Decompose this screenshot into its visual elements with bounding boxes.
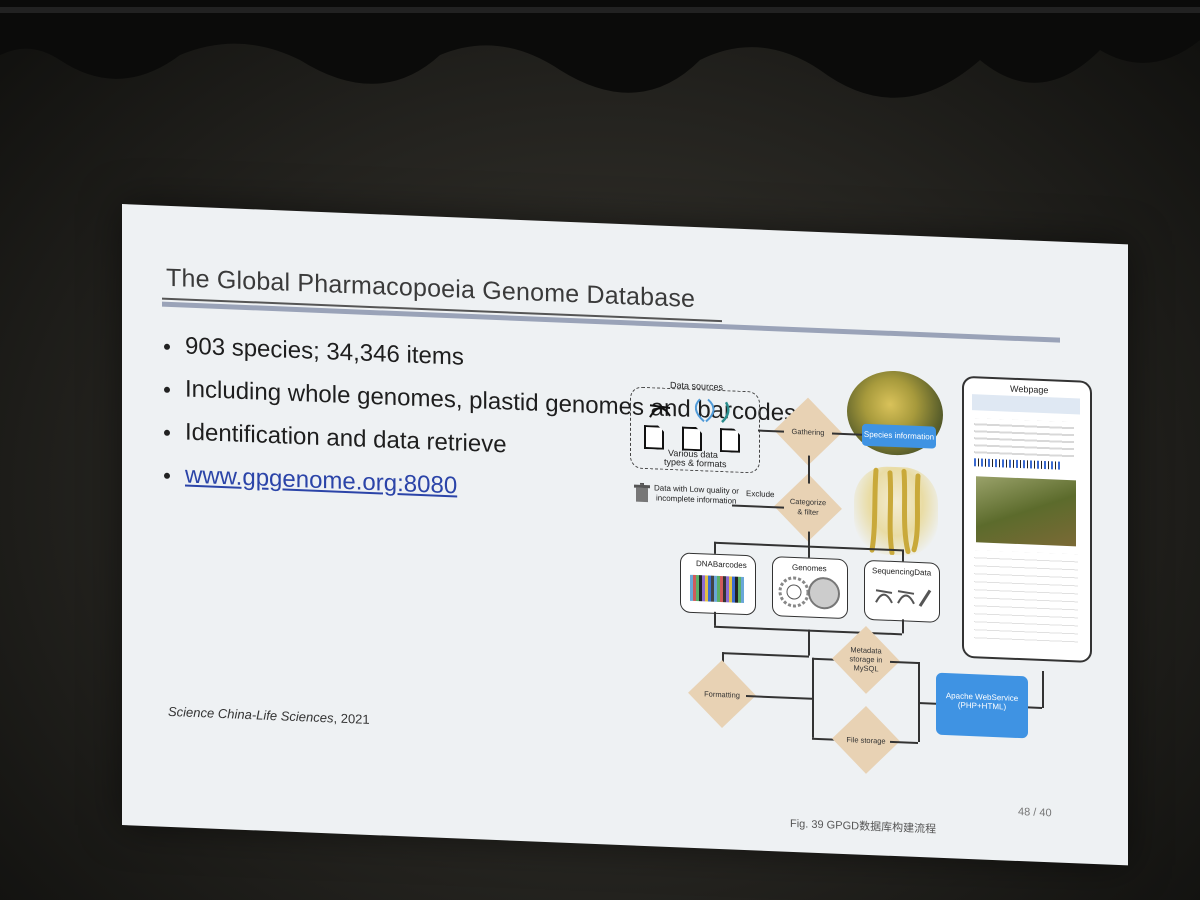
connector-line <box>812 657 814 738</box>
connector-line <box>808 531 810 546</box>
connector-line <box>902 549 904 562</box>
webpage-phone-mockup: Webpage <box>962 375 1092 663</box>
genomes-label: Genomes <box>792 562 827 574</box>
webpage-header <box>972 394 1080 415</box>
dna-helix-icon <box>649 398 730 424</box>
citation-journal: Science China-Life Sciences <box>168 703 334 726</box>
connector-line <box>902 619 904 634</box>
connector-line <box>1042 670 1044 709</box>
connector-line <box>918 701 936 705</box>
citation: Science China-Life Sciences, 2021 <box>168 704 370 727</box>
exclude-label: Exclude <box>746 489 775 500</box>
sequence-reads-icon <box>875 589 932 607</box>
connector-line <box>746 695 812 700</box>
document-icon <box>644 425 664 450</box>
connector-line <box>1028 706 1042 709</box>
connector-line <box>722 652 809 658</box>
bullet-dot-icon <box>164 343 170 350</box>
webpage-label: Webpage <box>1010 383 1049 396</box>
webpage-table <box>974 550 1078 645</box>
presentation-slide: The Global Pharmacopoeia Genome Database… <box>122 204 1128 866</box>
stage-curtain <box>0 0 1200 98</box>
connector-line <box>808 545 810 558</box>
low-quality-label-2: incomplete information <box>656 493 737 506</box>
roots-icon <box>869 467 921 556</box>
species-information-box: Species information <box>862 423 936 449</box>
connector-line <box>758 429 784 433</box>
connector-line <box>714 541 716 554</box>
webservice-box: Apache WebService (PHP+HTML) <box>936 672 1028 739</box>
connector-line <box>714 611 716 626</box>
bullet-dot-icon <box>164 429 170 436</box>
data-sources-label: Data sources <box>670 380 724 393</box>
webpage-barcode-strip <box>974 458 1060 470</box>
trash-icon <box>634 482 650 503</box>
genome-circle-icon <box>778 576 840 610</box>
connector-line <box>808 455 810 484</box>
webpage-plant-image <box>976 476 1076 547</box>
webpage-text-block <box>974 418 1074 459</box>
bullet-dot-icon <box>164 386 170 393</box>
citation-year: , 2021 <box>333 710 370 727</box>
document-icon <box>682 426 702 451</box>
connector-line <box>808 629 810 656</box>
bullet-text: 903 species; 34,346 items <box>185 332 464 371</box>
figure-caption: Fig. 39 GPGD数据库构建流程 <box>790 817 937 836</box>
document-icon <box>720 428 740 453</box>
workflow-diagram: Data sources Various data types & format… <box>622 364 1102 823</box>
database-link[interactable]: www.gpgenome.org:8080 <box>185 461 458 500</box>
bullet-dot-icon <box>164 472 170 479</box>
barcode-graphic <box>690 574 746 603</box>
bullet-text: Identification and data retrieve <box>185 418 507 459</box>
